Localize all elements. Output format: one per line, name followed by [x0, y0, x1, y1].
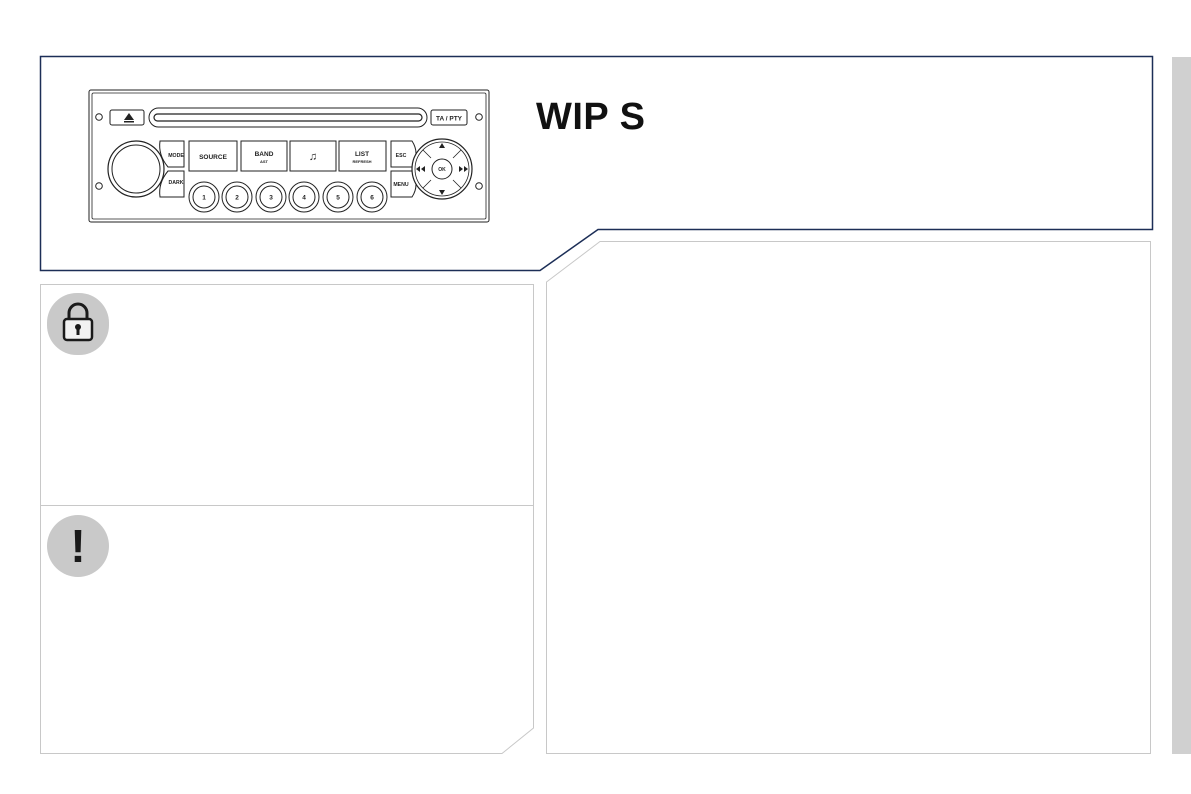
page-title: WIP S — [536, 96, 646, 138]
preset-button-3[interactable]: 3 — [255, 181, 287, 213]
esc-label: ESC — [396, 153, 407, 159]
band-sub-label: AST — [260, 159, 269, 164]
exclamation-glyph: ! — [70, 520, 86, 572]
dark-button[interactable]: DARK — [159, 170, 185, 198]
dark-label: DARK — [169, 180, 184, 186]
preset-label: 6 — [370, 195, 374, 202]
preset-button-1[interactable]: 1 — [188, 181, 220, 213]
ta-pty-label: TA / PTY — [436, 116, 463, 123]
exclamation-icon: ! — [47, 515, 109, 577]
music-note-icon: ♫ — [309, 151, 317, 163]
nav-rewind-icon-2 — [416, 166, 420, 172]
eject-button[interactable] — [109, 109, 145, 126]
list-refresh-button[interactable]: LIST REFRESH — [338, 140, 387, 172]
preset-buttons: 1 2 3 4 5 6 — [188, 181, 388, 213]
cd-slot — [148, 107, 428, 128]
band-ast-button[interactable]: BAND AST — [240, 140, 288, 172]
list-sub-label: REFRESH — [352, 159, 371, 164]
source-button[interactable]: SOURCE — [188, 140, 238, 172]
mode-label: MODE — [168, 153, 184, 159]
preset-label: 4 — [302, 195, 306, 202]
padlock-glyph — [62, 302, 94, 342]
padlock-icon — [47, 293, 109, 355]
nav-rewind-icon — [421, 166, 425, 172]
nav-forward-icon-2 — [464, 166, 468, 172]
preset-button-2[interactable]: 2 — [221, 181, 253, 213]
mode-button[interactable]: MODE — [159, 140, 185, 168]
ok-label: OK — [438, 167, 446, 173]
preset-label: 1 — [202, 195, 206, 202]
preset-label: 2 — [235, 195, 239, 202]
audio-settings-button[interactable]: ♫ — [289, 140, 337, 172]
nav-down-arrow-icon — [439, 190, 445, 195]
page-edge-tab — [1172, 57, 1191, 754]
nav-up-arrow-icon — [439, 143, 445, 148]
header-frame — [39, 55, 1154, 272]
preset-button-5[interactable]: 5 — [322, 181, 354, 213]
radio-faceplate: TA / PTY MODE DARK SOURCE BAND AST ♫ LIS… — [88, 89, 490, 223]
ta-pty-button[interactable]: TA / PTY — [430, 109, 468, 126]
menu-label: MENU — [393, 182, 409, 188]
warning-note-panel — [40, 505, 534, 754]
lock-note-panel — [40, 284, 534, 506]
content-panel — [546, 241, 1151, 754]
preset-label: 5 — [336, 195, 340, 202]
preset-button-6[interactable]: 6 — [356, 181, 388, 213]
source-label: SOURCE — [199, 154, 227, 161]
list-label: LIST — [355, 151, 369, 158]
preset-button-4[interactable]: 4 — [288, 181, 320, 213]
ok-button[interactable]: OK — [431, 158, 453, 180]
band-label: BAND — [255, 151, 274, 158]
preset-label: 3 — [269, 195, 273, 202]
nav-forward-icon — [459, 166, 463, 172]
